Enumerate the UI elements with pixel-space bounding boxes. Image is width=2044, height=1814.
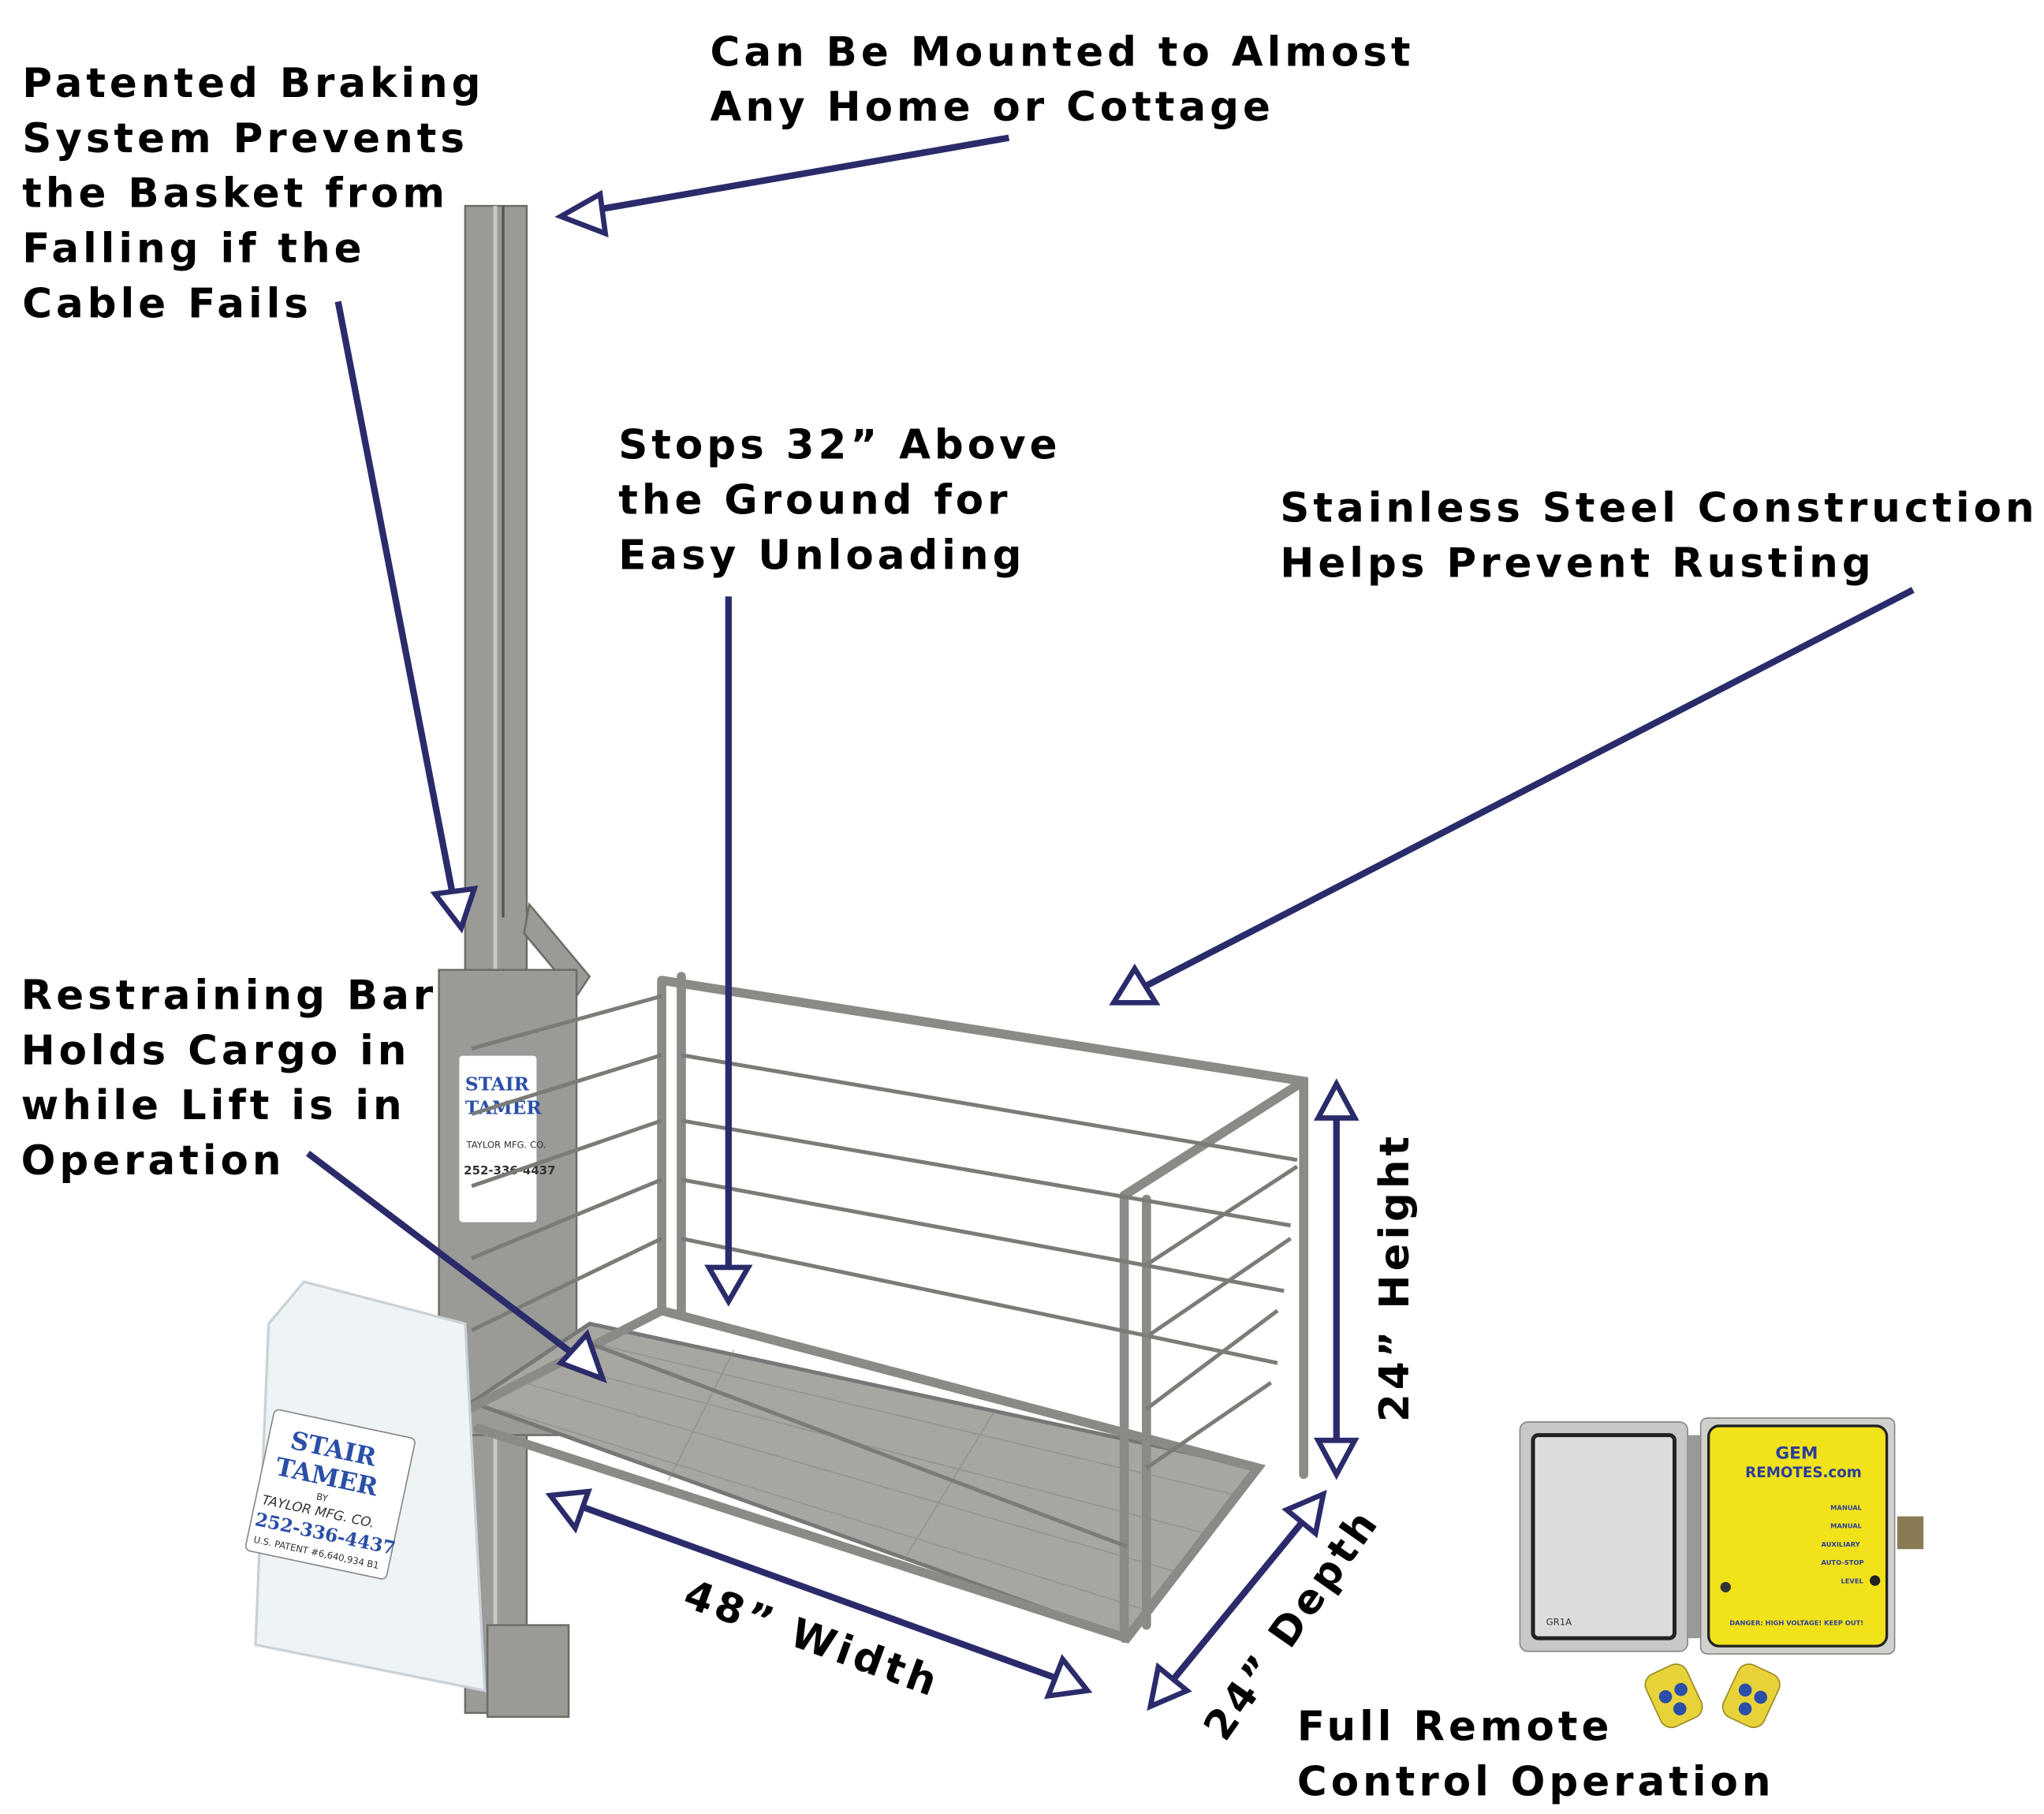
key-fob — [1721, 1663, 1781, 1729]
motor-cover: STAIR TAMER BY TAYLOR MFG. CO. 252-336-4… — [244, 1280, 487, 1693]
label-stainless: Stainless Steel Construction Helps Preve… — [1280, 485, 2038, 588]
label-remote: Full Remote Control Operation — [1297, 1704, 1775, 1806]
svg-text:LEVEL: LEVEL — [1841, 1577, 1863, 1584]
svg-text:Stops 32” Above: Stops 32” Above — [618, 422, 1061, 469]
label-height: 24” Height — [1371, 1133, 1419, 1422]
svg-text:Easy Unloading: Easy Unloading — [618, 532, 1025, 579]
svg-text:MANUAL: MANUAL — [1830, 1522, 1863, 1530]
svg-text:Holds Cargo in: Holds Cargo in — [21, 1027, 411, 1074]
svg-text:BY: BY — [315, 1491, 330, 1504]
key-fob — [1644, 1663, 1703, 1729]
svg-text:AUTO-STOP: AUTO-STOP — [1822, 1558, 1864, 1566]
callout-arrows — [305, 134, 1915, 1711]
svg-text:Operation: Operation — [21, 1137, 285, 1185]
latch — [1897, 1516, 1924, 1550]
arrow-restraining — [305, 1151, 607, 1383]
svg-text:GR1A: GR1A — [1546, 1617, 1572, 1628]
svg-text:Helps Prevent Rusting: Helps Prevent Rusting — [1280, 539, 1874, 587]
svg-text:Any Home or Cottage: Any Home or Cottage — [711, 84, 1274, 131]
svg-text:Restraining Bar: Restraining Bar — [21, 972, 438, 1020]
svg-text:Cable Fails: Cable Fails — [22, 280, 312, 327]
arrow-mounted — [554, 134, 1010, 238]
svg-text:MANUAL: MANUAL — [1830, 1503, 1863, 1511]
svg-text:AUXILIARY: AUXILIARY — [1822, 1540, 1861, 1548]
svg-text:Stainless Steel Construction: Stainless Steel Construction — [1280, 485, 2038, 532]
arrow-width — [545, 1488, 1093, 1700]
svg-text:while Lift is in: while Lift is in — [21, 1082, 406, 1129]
box-lid — [1531, 1433, 1677, 1640]
label-restraining: Restraining Bar Holds Cargo in while Lif… — [21, 972, 438, 1185]
lift-illustration: STAIR TAMER TAYLOR MFG. CO. 252-336-4437 — [244, 204, 1309, 1719]
svg-text:GEM: GEM — [1775, 1444, 1818, 1464]
arrow-braking — [334, 300, 479, 934]
svg-text:Falling if the: Falling if the — [22, 226, 365, 273]
arrow-height — [1313, 1078, 1360, 1480]
svg-text:REMOTES.com: REMOTES.com — [1745, 1465, 1862, 1481]
svg-text:252-336-4437: 252-336-4437 — [464, 1163, 555, 1178]
svg-text:the Ground for: the Ground for — [618, 477, 1011, 524]
arrow-stops — [704, 596, 753, 1307]
carriage-sticker: STAIR TAMER TAYLOR MFG. CO. 252-336-4437 — [457, 1054, 556, 1224]
svg-text:TAYLOR MFG. CO.: TAYLOR MFG. CO. — [466, 1140, 546, 1151]
label-mounted: Can Be Mounted to Almost Any Home or Cot… — [711, 28, 1415, 131]
svg-text:DANGER: HIGH VOLTAGE! KEEP OUT: DANGER: HIGH VOLTAGE! KEEP OUT! — [1729, 1619, 1863, 1627]
level-knob — [1870, 1575, 1881, 1586]
svg-text:System Prevents: System Prevents — [22, 115, 468, 162]
label-stops: Stops 32” Above the Ground for Easy Unlo… — [618, 422, 1061, 580]
base-foot — [486, 1624, 570, 1719]
svg-text:Can Be Mounted to Almost: Can Be Mounted to Almost — [711, 28, 1415, 76]
svg-text:Full Remote: Full Remote — [1297, 1704, 1613, 1751]
on-off-switch — [1720, 1581, 1731, 1592]
svg-text:TAMER: TAMER — [465, 1098, 543, 1119]
svg-text:the Basket from: the Basket from — [22, 170, 449, 218]
yellow-panel — [1706, 1424, 1889, 1648]
svg-text:STAIR: STAIR — [465, 1074, 530, 1095]
arrow-depth — [1147, 1489, 1327, 1711]
label-braking: Patented Braking System Prevents the Bas… — [22, 60, 484, 327]
svg-text:Control Operation: Control Operation — [1297, 1759, 1775, 1806]
svg-text:Patented Braking: Patented Braking — [22, 60, 484, 107]
arrow-stainless — [1109, 587, 1915, 1006]
remote-control-box: GR1A GEM REMOTES.com MANUAL MANUAL AUXIL… — [1519, 1417, 1924, 1729]
basket-frame — [464, 972, 1309, 1644]
